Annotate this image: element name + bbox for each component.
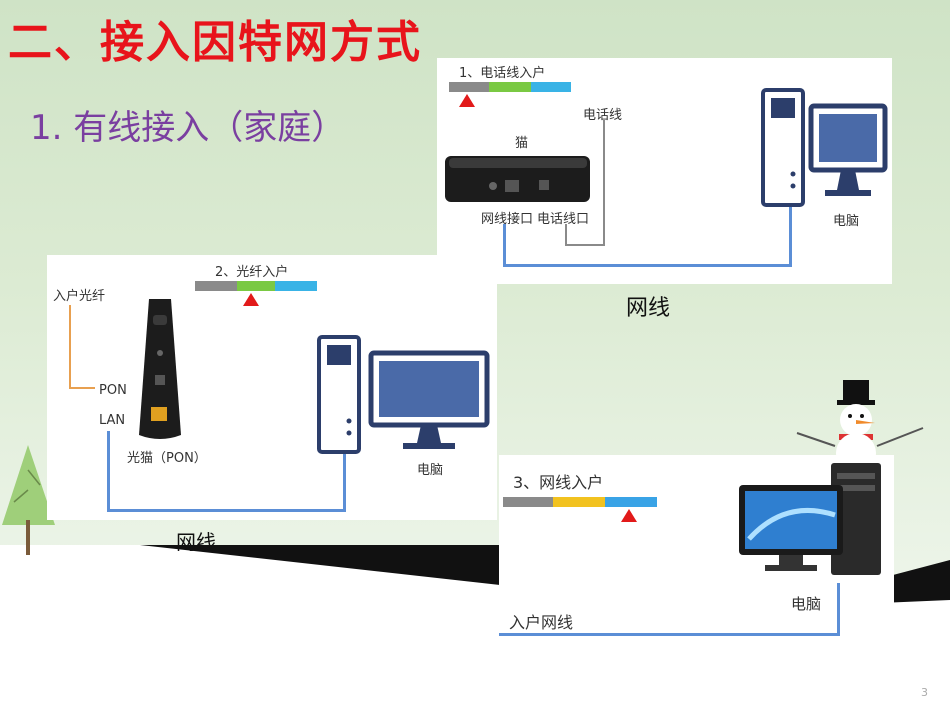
fiber-marker-icon: [243, 293, 259, 306]
phone-line-caption: 网线: [626, 296, 671, 321]
fiber-caption: 网线: [176, 530, 216, 554]
net-wire-h: [503, 264, 791, 267]
ethernet-heading: 3、网线入户: [513, 473, 604, 492]
ethernet-marker-icon: [621, 509, 637, 522]
tree-icon: [2, 445, 55, 555]
computer-label: 电脑: [833, 214, 860, 229]
fiber-label: 入户光纤: [53, 289, 106, 304]
lan-wire-h: [107, 509, 345, 512]
lan-wire-v2: [343, 451, 346, 512]
phone-line-label: 电话线: [583, 108, 623, 123]
line-label: 入户网线: [509, 613, 574, 632]
phone-wire-v: [565, 224, 567, 246]
phone-wire: [603, 120, 605, 246]
optical-modem-label: 光猫（PON）: [127, 451, 207, 466]
net-wire-v1: [503, 224, 506, 266]
snowman-icon: [796, 380, 924, 458]
lan-wire-v1: [107, 431, 110, 511]
ethernet-diagram: 3、网线入户 电脑 入户网线: [499, 455, 894, 637]
phone-line-color-bar: [449, 82, 571, 92]
fiber-color-bar: [195, 281, 317, 291]
pon-label: PON: [99, 383, 127, 398]
phone-wire-h: [565, 244, 605, 246]
computer-icon: [761, 88, 888, 207]
ethernet-color-bar: [503, 497, 657, 507]
phone-line-diagram: 1、电话线入户 电话线 猫 网线接口 电话线口: [437, 58, 892, 284]
fiber-wire-h: [69, 387, 95, 389]
modem-icon: [445, 156, 590, 202]
phone-line-marker-icon: [459, 94, 475, 107]
page-number: 3: [921, 686, 928, 699]
computer-icon: [317, 335, 490, 454]
phone-line-heading: 1、电话线入户: [459, 66, 546, 81]
fiber-heading: 2、光纤入户: [215, 265, 289, 280]
modem-label: 猫: [515, 136, 529, 151]
ethernet-wire-v: [837, 583, 840, 636]
fiber-diagram: 2、光纤入户 入户光纤 PON LAN 光猫（PON）: [47, 255, 497, 520]
net-port-label: 网线接口: [481, 212, 534, 227]
slide-subtitle: 1. 有线接入（家庭）: [30, 108, 346, 148]
computer-label: 电脑: [791, 595, 822, 613]
lan-label: LAN: [99, 413, 126, 428]
ethernet-wire-h: [499, 633, 839, 636]
slide-title: 二、接入因特网方式: [8, 17, 422, 68]
computer-label: 电脑: [417, 463, 444, 478]
net-wire-v2: [789, 204, 792, 267]
optical-modem-icon: [139, 299, 181, 439]
phone-port-label: 电话线口: [537, 212, 590, 227]
fiber-wire-v: [69, 305, 71, 389]
desktop-computer-icon: [739, 463, 881, 575]
